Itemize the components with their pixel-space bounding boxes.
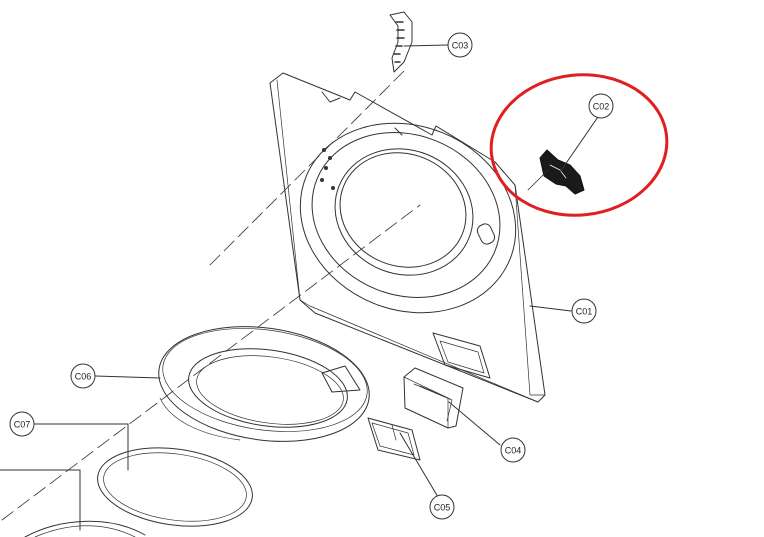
callout-label: C03 (452, 41, 469, 51)
door-latch-part (527, 149, 585, 195)
detergent-box-part (403, 367, 464, 429)
lower-partial-part (24, 520, 146, 537)
highlight-ellipse (489, 73, 669, 217)
leader-c07 (34, 423, 129, 471)
leader-c01 (529, 305, 572, 312)
leader-c06 (94, 375, 161, 379)
callout-c05: C05 (429, 494, 455, 520)
leader-c05 (399, 432, 439, 498)
callout-label: C04 (505, 446, 522, 456)
leader-lower (0, 469, 81, 531)
callout-c07: C07 (9, 411, 35, 437)
callout-c04: C04 (500, 437, 526, 463)
leader-c03 (403, 44, 449, 47)
filter-cover-part (367, 417, 421, 461)
door-ring-part (158, 326, 370, 442)
assembly-axis-dashed (1, 204, 421, 521)
front-panel-part (269, 72, 546, 403)
callout-label: C06 (75, 372, 92, 382)
callout-c02: C02 (588, 93, 614, 119)
door-glass-part (97, 447, 253, 527)
leader-c04 (448, 401, 501, 446)
leader-c02 (559, 113, 601, 173)
callout-label: C05 (434, 503, 451, 513)
callout-label: C01 (576, 307, 593, 317)
callout-label: C02 (593, 102, 610, 112)
callout-label: C07 (14, 420, 31, 430)
assembly-axis-dashed-2 (209, 69, 406, 266)
control-strip-part (389, 11, 413, 73)
callout-c03: C03 (447, 32, 473, 58)
callout-c01: C01 (571, 298, 597, 324)
callout-c06: C06 (70, 363, 96, 389)
